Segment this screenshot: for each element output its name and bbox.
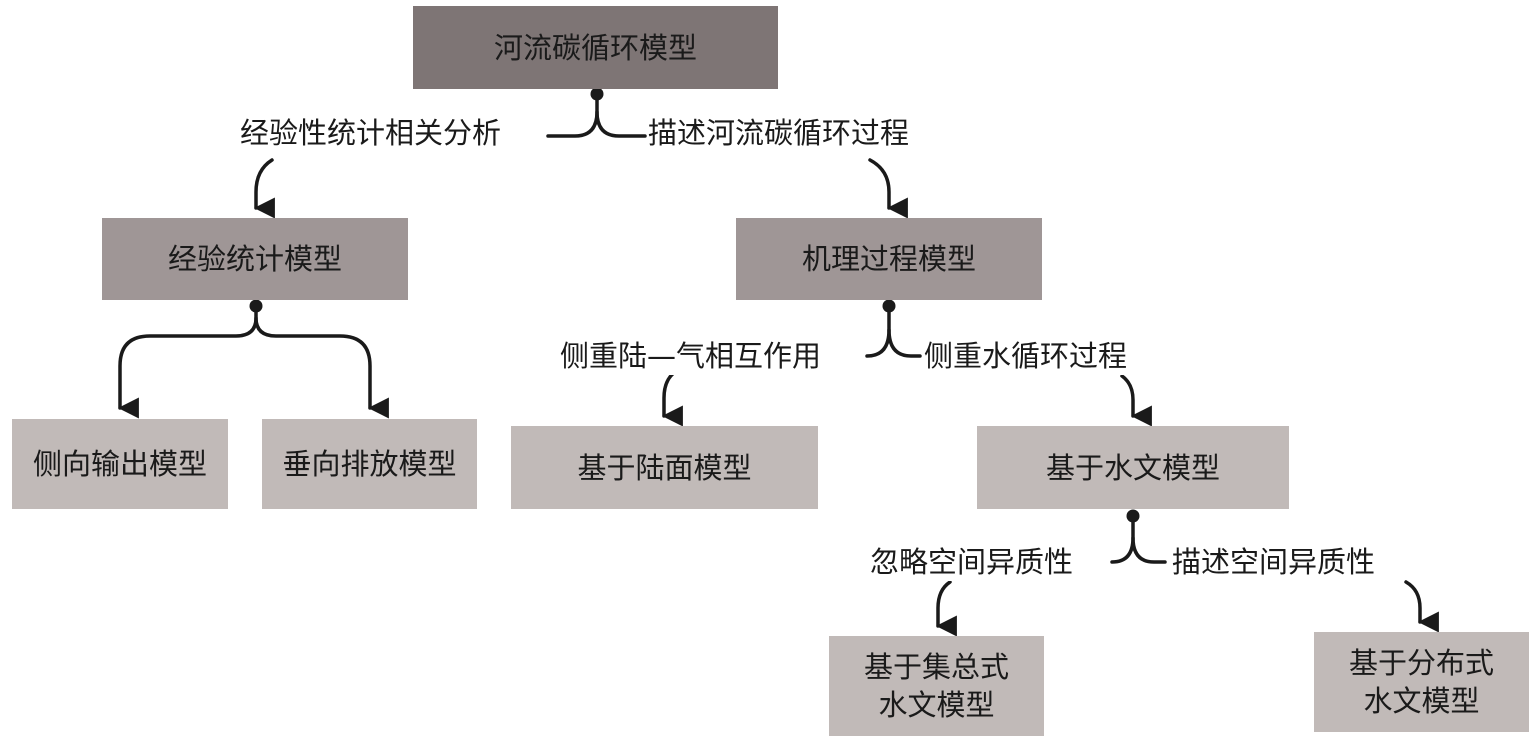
junction-dot-empirical bbox=[249, 299, 263, 313]
arrow-to-hydro bbox=[1120, 374, 1152, 427]
edge-label-root-left: 经验性统计相关分析 bbox=[240, 114, 502, 152]
edge-label-root-right: 描述河流碳循环过程 bbox=[648, 114, 910, 152]
arrow-to-lumped bbox=[935, 580, 957, 637]
arrow-to-mechanistic bbox=[868, 158, 908, 219]
connector-root-stem bbox=[546, 92, 599, 138]
edge-label-mech-right: 侧重水循环过程 bbox=[924, 337, 1128, 375]
arrow-to-empirical bbox=[253, 158, 275, 219]
node-hydro: 基于水文模型 bbox=[977, 426, 1289, 509]
edge-label-hydro-left: 忽略空间异质性 bbox=[870, 543, 1074, 581]
node-lumped: 基于集总式 水文模型 bbox=[829, 636, 1044, 736]
connector-hydro-right bbox=[1131, 536, 1167, 564]
junction-dot-mechanistic bbox=[882, 299, 896, 313]
connector-root-right-start bbox=[595, 110, 647, 138]
arrow-to-land bbox=[661, 370, 683, 427]
node-lateral: 侧向输出模型 bbox=[12, 419, 228, 509]
connector-empirical-right bbox=[254, 316, 389, 419]
junction-dot-hydro bbox=[1126, 509, 1140, 523]
node-distributed: 基于分布式 水文模型 bbox=[1314, 632, 1529, 732]
junction-dot-root bbox=[590, 87, 604, 101]
connector-mech-right bbox=[887, 328, 922, 358]
edge-label-mech-left: 侧重陆—气相互作用 bbox=[560, 337, 822, 375]
node-mechanistic: 机理过程模型 bbox=[736, 218, 1042, 300]
arrow-to-distributed bbox=[1404, 580, 1439, 633]
connector-hydro-left bbox=[1110, 514, 1135, 564]
node-vertical: 垂向排放模型 bbox=[262, 419, 477, 509]
connector-empirical-left bbox=[117, 304, 258, 419]
node-empirical: 经验统计模型 bbox=[102, 218, 408, 300]
node-land: 基于陆面模型 bbox=[511, 426, 818, 509]
node-root: 河流碳循环模型 bbox=[413, 6, 778, 89]
edge-label-hydro-right: 描述空间异质性 bbox=[1172, 543, 1376, 581]
connector-mech-left bbox=[865, 304, 891, 358]
